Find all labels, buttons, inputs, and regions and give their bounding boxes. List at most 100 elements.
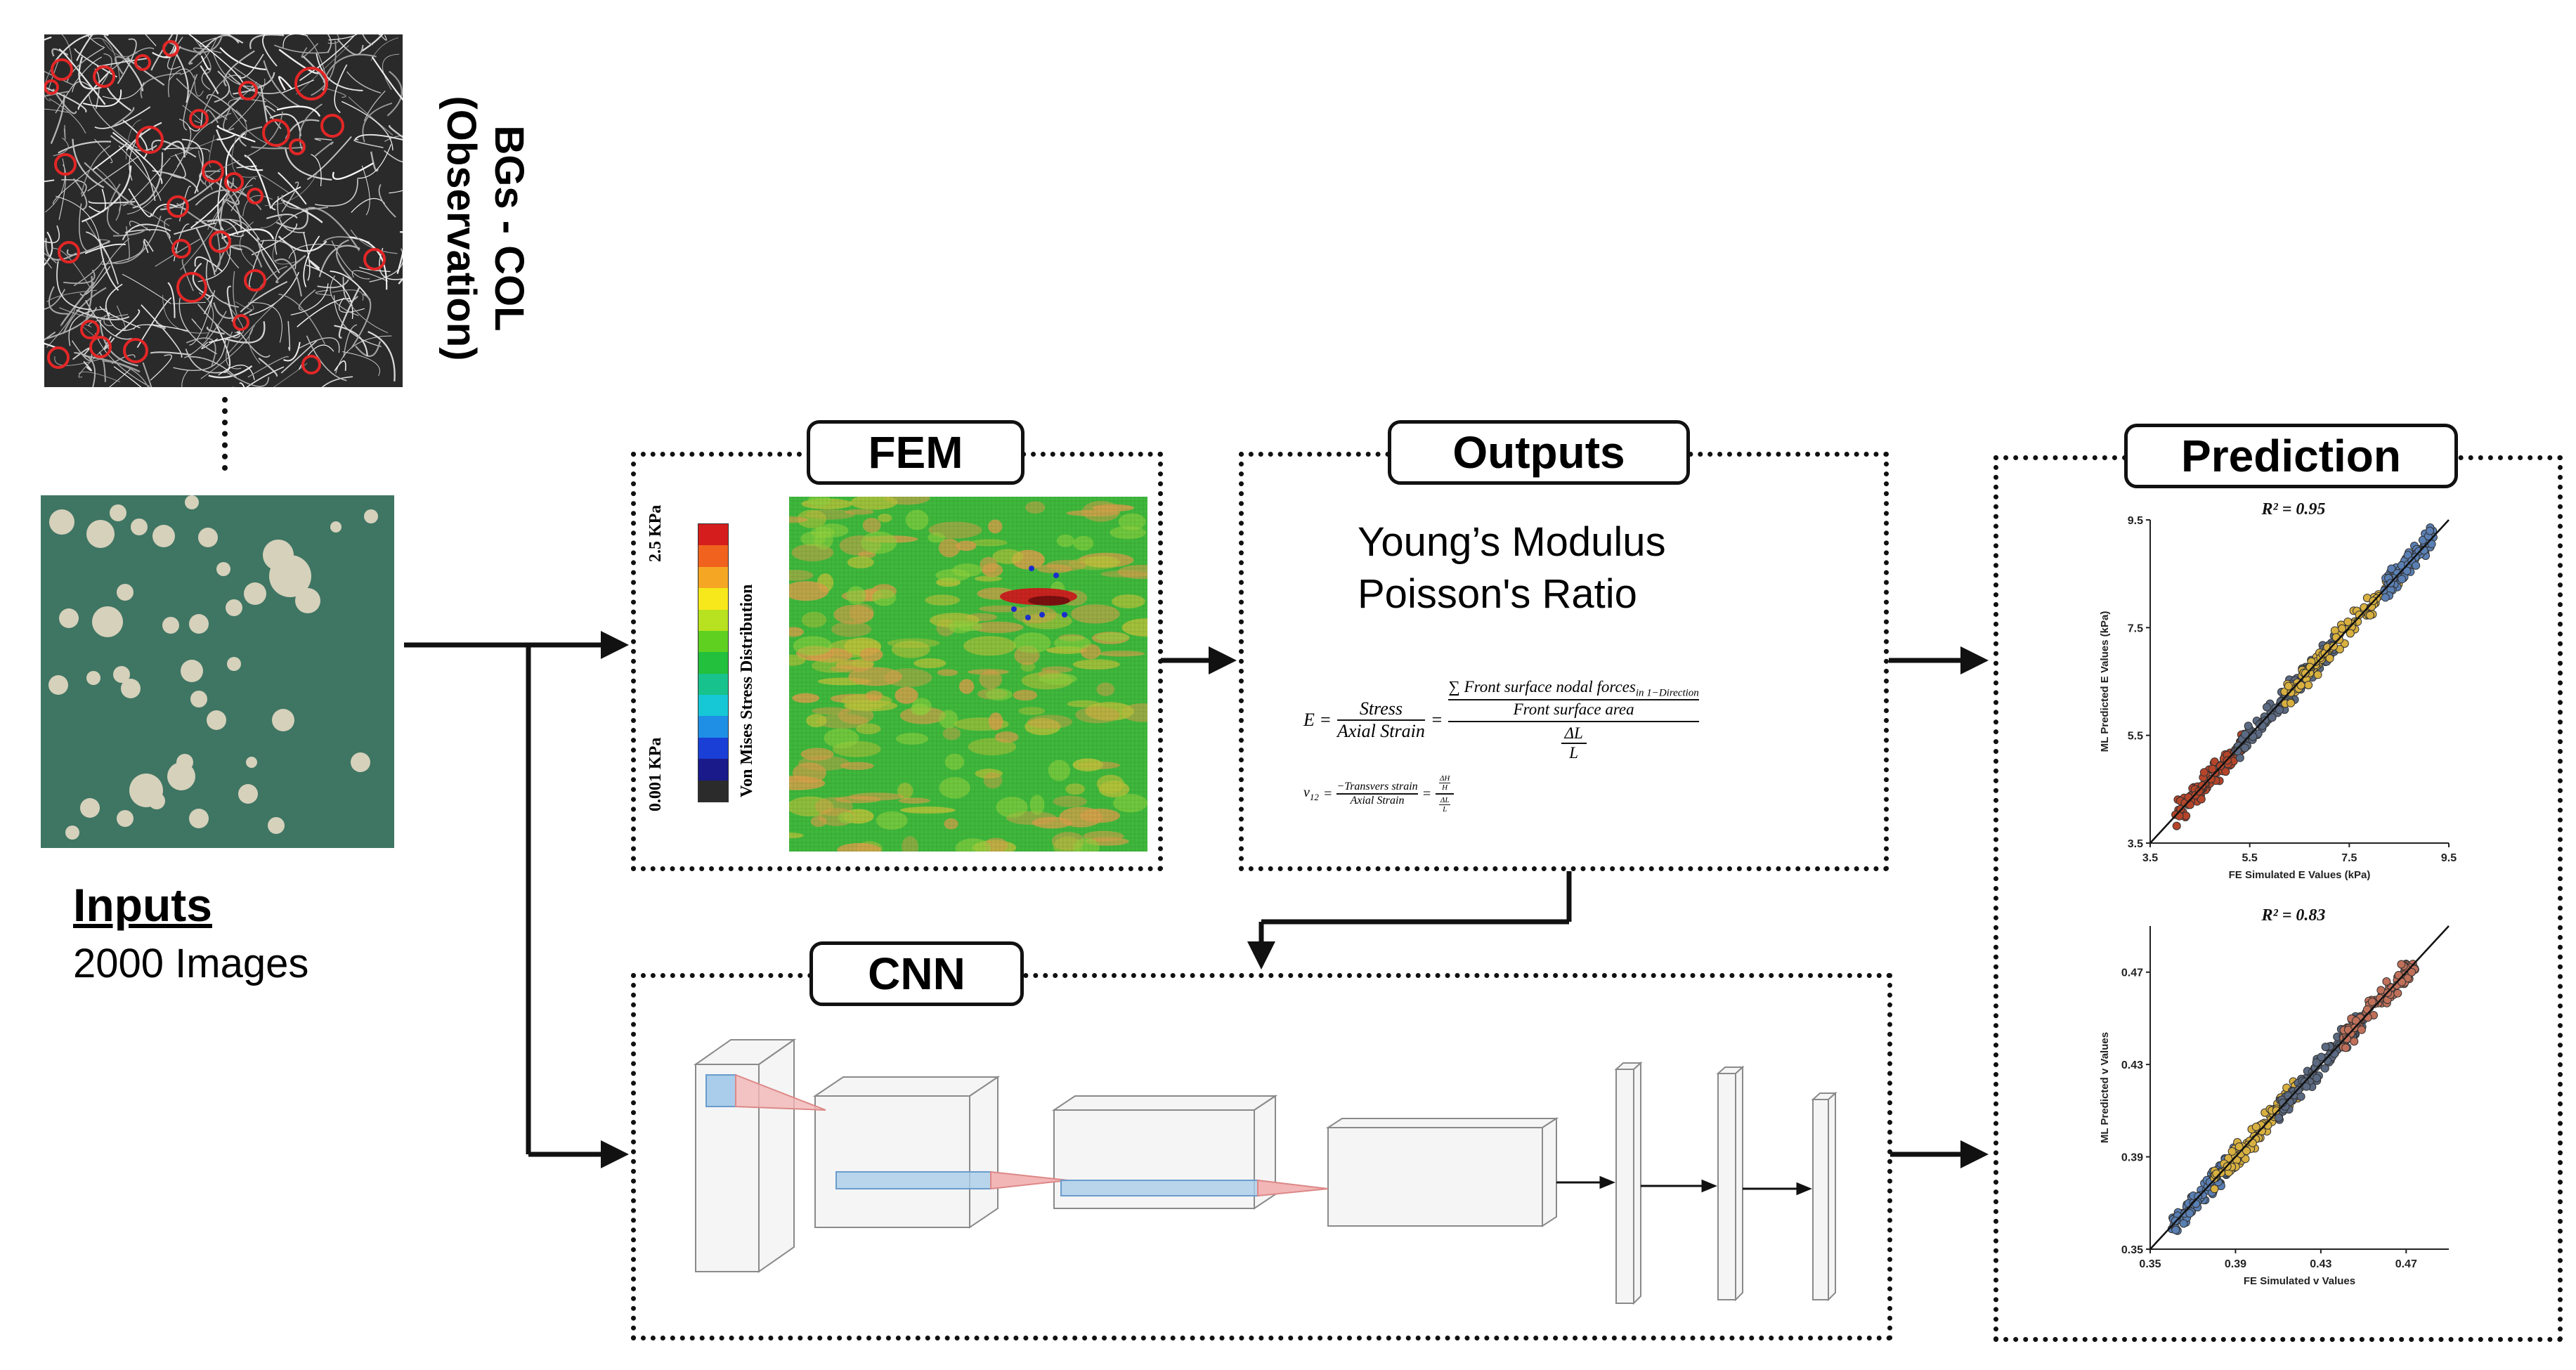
particle — [238, 784, 258, 804]
stress-patch — [789, 627, 804, 637]
fiber-strand — [72, 347, 90, 360]
scatter-point — [2241, 730, 2250, 739]
fiber-strand — [140, 72, 181, 98]
stress-patch — [896, 733, 929, 745]
particle — [268, 817, 285, 834]
scatter-point — [2221, 767, 2230, 776]
fiber-strand — [200, 37, 216, 47]
fiber-strand — [117, 38, 137, 84]
fiber-strand — [176, 118, 192, 167]
stress-patch — [1073, 535, 1094, 551]
cnn-dense-2 — [1716, 1065, 1745, 1302]
particle — [207, 710, 226, 730]
detected-pore-circle — [202, 160, 224, 183]
stress-patch — [988, 712, 1003, 731]
detected-pore-circle — [89, 336, 112, 358]
fiber-strand — [80, 145, 111, 195]
fiber-strand — [151, 322, 166, 330]
colorbar-segment — [698, 524, 728, 546]
stress-patch — [840, 762, 874, 770]
stress-patch — [956, 540, 977, 552]
stress-patch — [913, 658, 947, 669]
detected-pore-circle — [262, 119, 290, 147]
fiber-strand — [208, 331, 241, 344]
reference-line — [2149, 925, 2450, 1250]
fiber-strand — [55, 56, 103, 114]
stress-patch — [1100, 570, 1147, 578]
particle — [113, 666, 130, 683]
scatter-point — [2251, 1123, 2260, 1132]
scatter-point — [2397, 960, 2406, 969]
fiber-strand — [182, 105, 202, 124]
stress-patch — [935, 568, 970, 582]
scatter-point — [2329, 641, 2338, 651]
fiber-strand — [56, 195, 100, 246]
stress-patch — [789, 570, 814, 581]
detected-pore-circle — [301, 355, 321, 374]
fiber-strand — [228, 98, 266, 105]
fiber-strand — [51, 247, 91, 289]
fiber-strand — [44, 179, 55, 183]
stress-patch — [1024, 718, 1061, 736]
eq1-frac1-den: Axial Strain — [1336, 721, 1425, 741]
fiber-strand — [306, 264, 353, 320]
stress-patch — [831, 621, 871, 637]
fiber-strand — [334, 64, 348, 113]
y-axis-label: ML Predicted E Values (kPa) — [2099, 611, 2111, 752]
detected-pore-circle — [171, 239, 191, 259]
fiber-strand — [335, 239, 353, 280]
stress-patch — [1036, 564, 1073, 574]
fiber-strand — [198, 150, 213, 190]
inputs-subtitle: 2000 Images — [73, 941, 309, 986]
detected-pore-circle — [136, 126, 164, 154]
fiber-strand — [176, 202, 221, 233]
fiber-strand — [379, 34, 387, 41]
eq1-equals: = — [1430, 710, 1443, 730]
stress-patch — [850, 497, 898, 510]
stress-patch — [861, 531, 897, 554]
fiber-strand — [44, 91, 70, 97]
scatter-point — [2317, 1052, 2326, 1062]
stress-patch — [838, 811, 855, 823]
eq2-equals: = — [1322, 785, 1333, 802]
fiber-strand — [103, 315, 114, 327]
fiber-strand — [342, 351, 380, 377]
scatter-point — [2398, 575, 2407, 584]
y-tick-label: 3.5 — [2128, 838, 2143, 850]
fiber-strand — [348, 96, 393, 136]
stress-patch — [948, 620, 972, 634]
fiber-strand — [51, 48, 69, 57]
fiber-strand — [113, 366, 142, 387]
particle — [167, 762, 195, 790]
fiber-strand — [85, 299, 132, 340]
fiber-strand — [338, 287, 360, 339]
particle — [49, 509, 74, 535]
fem-colorbar — [698, 523, 729, 802]
y-tick-label: 0.35 — [2121, 1244, 2143, 1256]
fiber-strand — [388, 125, 403, 138]
fiber-strand — [306, 136, 352, 181]
equation-poissons-ratio: ν12 = −Transvers strain Axial Strain = Δ… — [1303, 766, 1455, 822]
particle — [121, 679, 141, 698]
colorbar-segment — [698, 780, 728, 802]
stress-patch — [1041, 666, 1073, 673]
fiber-strand — [324, 87, 346, 98]
observation-connector — [222, 397, 228, 471]
fiber-strand — [112, 227, 148, 237]
particle — [246, 757, 257, 768]
fiber-strand — [195, 227, 216, 275]
fiber-strand — [188, 46, 207, 65]
particle — [181, 660, 203, 682]
particle — [48, 675, 68, 695]
fiber-strand — [311, 154, 322, 187]
fiber-strand — [150, 351, 192, 356]
fiber-strand — [207, 219, 239, 235]
detected-pore-circle — [51, 58, 73, 81]
stress-patch — [876, 811, 908, 830]
particle — [226, 599, 242, 616]
fiber-strand — [266, 214, 298, 219]
particle — [330, 521, 341, 533]
fiber-strand — [58, 141, 112, 154]
